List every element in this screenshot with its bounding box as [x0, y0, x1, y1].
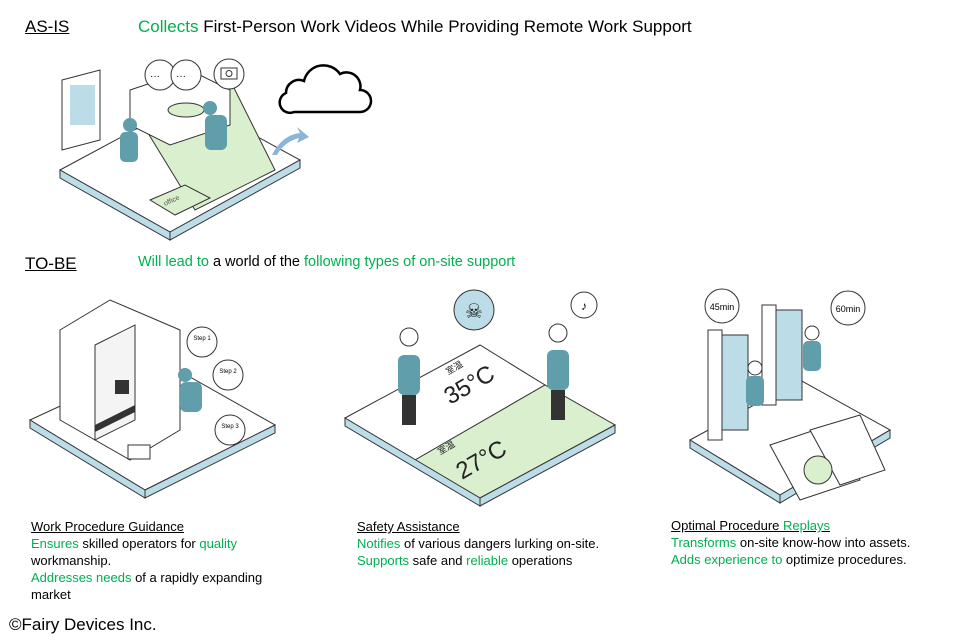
radar-chart-icon — [803, 455, 833, 485]
danger-bubble — [453, 289, 495, 331]
g: Supports — [357, 553, 410, 568]
tobe-sub-green-1: Will lead to — [138, 254, 209, 270]
step-3-label: Step 3 — [221, 424, 239, 430]
panel-1-line-2: Addresses needs of a rapidly expanding m… — [31, 569, 291, 603]
cloud-icon — [278, 64, 373, 115]
tobe-label: TO-BE — [25, 254, 77, 273]
step-bubbles: Step 1 Step 2 Step 3 — [186, 326, 246, 446]
camera-bubble-icon — [213, 58, 245, 90]
panel-3-title: Optimal Procedure Replays — [671, 517, 960, 534]
panel-procedure-guidance: Work Procedure Guidance Ensures skilled … — [31, 518, 291, 603]
panel-1-title: Work Procedure Guidance — [31, 519, 184, 534]
panel-safety-assistance: Safety Assistance Notifies of various da… — [357, 518, 657, 569]
g: Adds experience to — [671, 552, 783, 567]
asis-title: Collects First-Person Work Videos While … — [138, 17, 692, 37]
panel-2-line-1: Notifies of various dangers lurking on-s… — [357, 535, 657, 552]
copyright: ©Fairy Devices Inc. — [9, 615, 157, 634]
step-1-label: Step 1 — [193, 336, 211, 342]
skull-icon: ☠ — [465, 301, 483, 323]
tobe-sub-mid: a world of the — [208, 254, 305, 270]
tobe-subtitle: Will lead to a world of the following ty… — [138, 254, 515, 270]
worker-field-head — [203, 101, 217, 115]
g: Notifies — [357, 536, 401, 551]
g: Ensures — [31, 536, 79, 551]
g: reliable — [466, 553, 509, 568]
worker-office-head — [123, 118, 137, 132]
asis-label: AS-IS — [25, 17, 70, 36]
t: operations — [508, 553, 573, 568]
time-45: 45min — [710, 302, 735, 312]
panel-2-line-2: Supports safe and reliable operations — [357, 552, 657, 569]
panel-2-title: Safety Assistance — [357, 519, 460, 534]
asis-title-green: Collects — [138, 17, 199, 36]
upload-arrow-icon — [272, 127, 309, 155]
t: safe and — [409, 553, 467, 568]
t: of a rapidly expanding market — [31, 570, 263, 602]
speech-bubble-icon — [170, 59, 202, 91]
t: Optimal Procedure — [671, 518, 783, 533]
svg-text:···: ··· — [150, 71, 160, 82]
t: of various dangers lurking on-site. — [400, 536, 600, 551]
panel-procedure-replays: Optimal Procedure Replays Transforms on-… — [671, 517, 960, 568]
t: workmanship. — [31, 553, 112, 568]
panel-1-line-1: Ensures skilled operators for quality wo… — [31, 535, 291, 569]
t: optimize procedures. — [782, 552, 907, 567]
time-60: 60min — [836, 304, 861, 314]
music-note-icon: ♪ — [581, 299, 587, 313]
g: Transforms — [671, 535, 737, 550]
panel-3-line-1: Transforms on-site know-how into assets. — [671, 534, 960, 551]
svg-text:···: ··· — [176, 71, 186, 82]
g: Replays — [783, 518, 830, 533]
panel-3-line-2: Adds experience to optimize procedures. — [671, 551, 960, 568]
g: Addresses needs — [31, 570, 132, 585]
t: on-site know-how into assets. — [736, 535, 911, 550]
t: skilled operators for — [78, 536, 200, 551]
step-2-label: Step 2 — [219, 369, 237, 375]
g: quality — [199, 536, 237, 551]
tobe-sub-green-2: following types of on-site support — [304, 254, 516, 270]
asis-title-rest: First-Person Work Videos While Providing… — [198, 17, 692, 36]
